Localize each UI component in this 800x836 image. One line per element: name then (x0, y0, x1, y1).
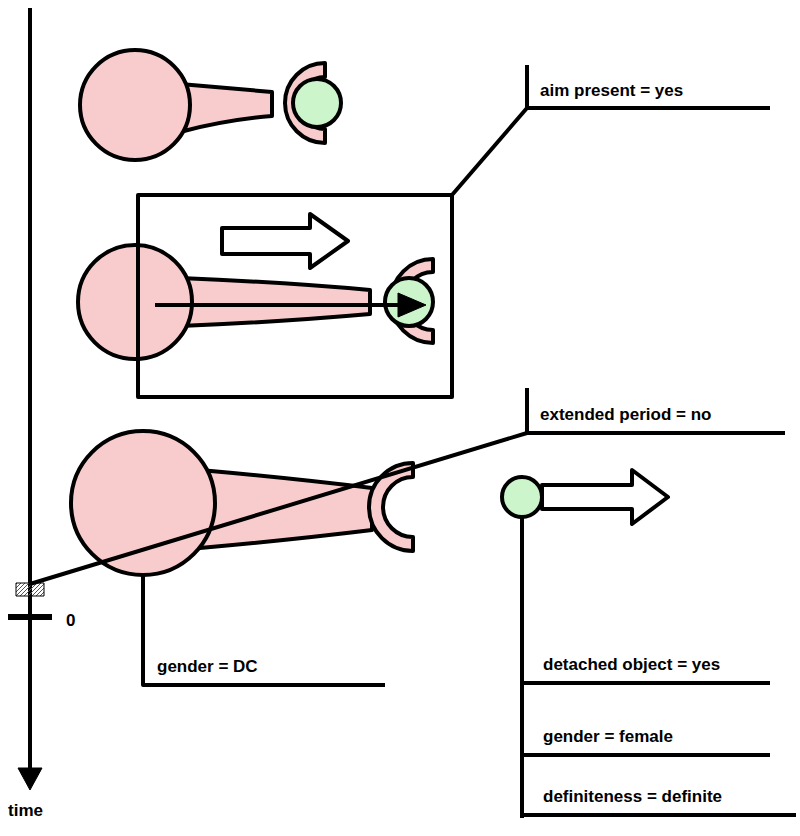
axis-label: time (8, 801, 43, 821)
callout-label: gender = female (543, 727, 673, 747)
aim-line (155, 303, 400, 307)
detached-ball (502, 477, 542, 517)
hatched-marker (16, 583, 44, 596)
body-circle (71, 431, 215, 575)
body-circle (78, 245, 192, 359)
callout-label: gender = DC (157, 657, 258, 677)
callout-label: aim present = yes (540, 81, 683, 101)
motion-arrow (542, 470, 668, 524)
ball (293, 79, 341, 127)
callout-line (143, 575, 385, 685)
time-axis (28, 8, 32, 772)
zero-tick (8, 614, 52, 620)
body-circle (80, 50, 190, 160)
motion-arrow (222, 214, 348, 268)
arm (180, 278, 370, 326)
arm (180, 84, 272, 132)
aim-arrowhead (398, 293, 426, 317)
callout-label: definiteness = definite (543, 787, 722, 807)
callout-label: detached object = yes (543, 655, 720, 675)
callout-line (522, 517, 796, 818)
callout-line (30, 388, 785, 584)
ball (385, 278, 433, 326)
callout-line (452, 65, 770, 195)
tick-label: 0 (66, 611, 75, 631)
focus-box (138, 195, 452, 397)
time-arrowhead (18, 768, 42, 790)
callout-label: extended period = no (540, 405, 711, 425)
arm (200, 470, 372, 548)
